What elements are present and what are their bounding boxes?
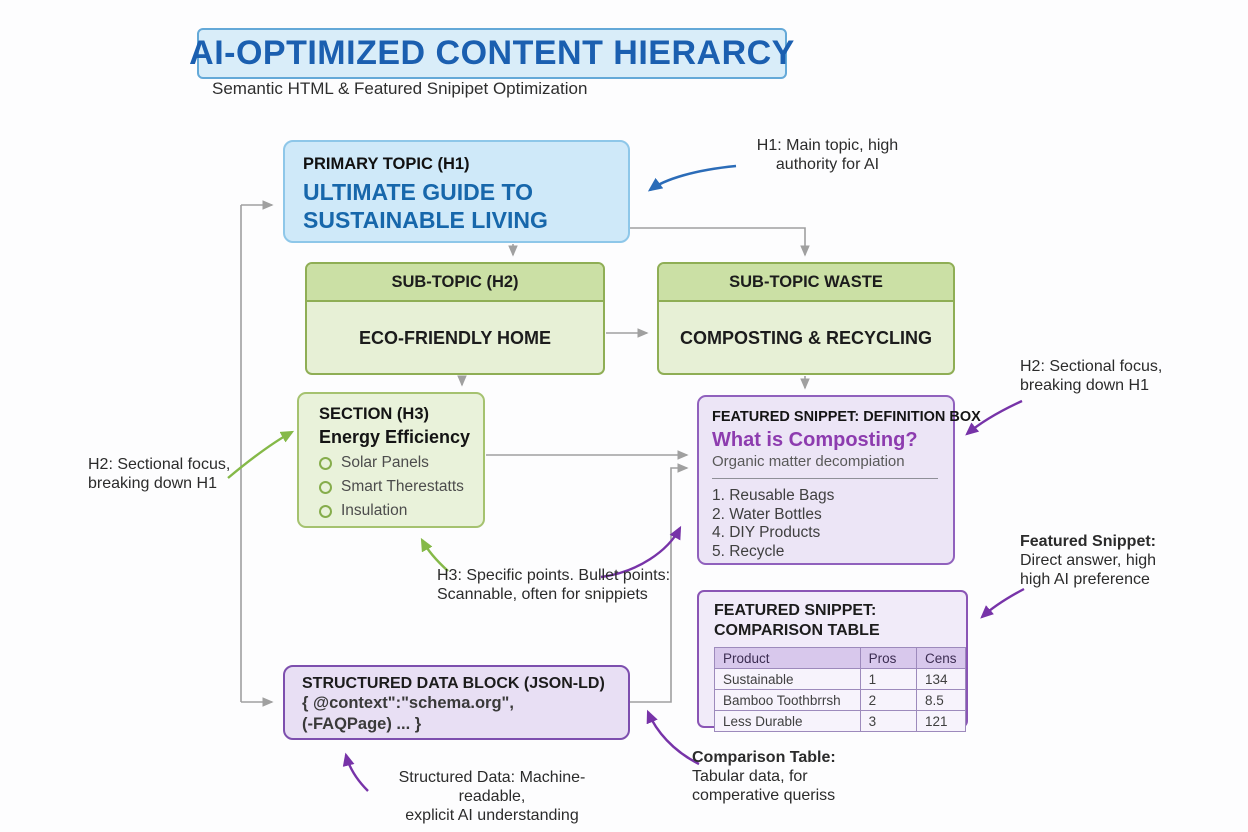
subtopic-waste-box: SUB-TOPIC WASTE COMPOSTING & RECYCLING bbox=[657, 262, 955, 375]
annotation-h2-right: H2: Sectional focus, breaking down H1 bbox=[1020, 358, 1163, 394]
featured-snippet-comparison-box: FEATURED SNIPPET: COMPARISON TABLE Produ… bbox=[697, 590, 968, 732]
annotation-structured-data: Structured Data: Machine-readable, expli… bbox=[398, 769, 586, 824]
subtopic-waste-header: SUB-TOPIC WASTE bbox=[659, 264, 953, 302]
section-label: SECTION (H3) bbox=[319, 405, 430, 423]
bullet-circle-icon bbox=[319, 504, 332, 518]
structured-data-label: STRUCTURED DATA BLOCK (JSON-LD) bbox=[302, 675, 605, 692]
annotation-h3: H3: Specific points. Bullet points: Scan… bbox=[437, 567, 671, 603]
list-item: 2. Water Bottles bbox=[712, 505, 822, 523]
json-ld-code: { @context":"schema.org", (-FAQPage) ...… bbox=[302, 694, 514, 733]
subtopic-h2-body: ECO-FRIENDLY HOME bbox=[358, 328, 552, 348]
structured-annotation-arrow bbox=[342, 752, 369, 792]
bullet-circle-icon bbox=[319, 480, 332, 494]
section-title: Energy Efficiency bbox=[319, 427, 471, 447]
list-item: 5. Recycle bbox=[712, 542, 785, 560]
primary-topic-label: PRIMARY TOPIC (H1) bbox=[303, 155, 470, 173]
annotation-h2-left: H2: Sectional focus, breaking down H1 bbox=[88, 456, 231, 492]
section-h3-box: SECTION (H3) Energy Efficiency Solar Pan… bbox=[297, 392, 485, 528]
annotation-comparison-table: Comparison Table: Tabular data, for comp… bbox=[692, 749, 836, 804]
list-item: 1. Reusable Bags bbox=[712, 487, 835, 504]
comparison-label: FEATURED SNIPPET: COMPARISON TABLE bbox=[714, 602, 880, 639]
subtopic-h2-header: SUB-TOPIC (H2) bbox=[307, 264, 603, 302]
divider bbox=[712, 478, 938, 479]
list-item: Solar Panels bbox=[319, 454, 483, 472]
list-item: 4. DIY Products bbox=[712, 524, 821, 541]
subtopic-waste-body: COMPOSTING & RECYCLING bbox=[679, 328, 932, 348]
definition-box-label: FEATURED SNIPPET: DEFINITION BOX bbox=[712, 409, 981, 425]
definition-question: What is Composting? bbox=[712, 429, 918, 451]
primary-topic-title: ULTIMATE GUIDE TO SUSTAINABLE LIVING bbox=[303, 179, 548, 233]
comparison-table: Product Pros Cens Sustainable 1 134 Bamb… bbox=[714, 647, 966, 732]
subtopic-h2-box: SUB-TOPIC (H2) ECO-FRIENDLY HOME bbox=[305, 262, 605, 375]
table-row: Sustainable 1 134 bbox=[714, 668, 966, 690]
diagram-title-box: AI-OPTIMIZED CONTENT HIERARCY bbox=[189, 28, 794, 79]
list-item: Smart Therestatts bbox=[319, 478, 483, 496]
list-item: Insulation bbox=[319, 502, 483, 520]
annotation-h1: H1: Main topic, high authority for AI bbox=[756, 137, 899, 173]
featured-snippet-annotation-arrow bbox=[980, 587, 1025, 619]
page-title: AI-OPTIMIZED CONTENT HIERARCY bbox=[189, 34, 795, 72]
annotation-featured-snippet: Featured Snippet: Direct answer, high hi… bbox=[1020, 533, 1157, 588]
definition-answer: Organic matter decompiation bbox=[712, 453, 905, 470]
structured-data-box: STRUCTURED DATA BLOCK (JSON-LD) { @conte… bbox=[283, 665, 630, 740]
table-header-row: Product Pros Cens bbox=[714, 647, 966, 669]
bullet-circle-icon bbox=[319, 456, 332, 470]
table-row: Less Durable 3 121 bbox=[714, 710, 966, 732]
featured-snippet-definition-box: FEATURED SNIPPET: DEFINITION BOX What is… bbox=[697, 395, 981, 565]
table-row: Bamboo Toothbrrsh 2 8.5 bbox=[714, 689, 966, 711]
h1-annotation-arrow bbox=[647, 164, 737, 192]
primary-topic-box: PRIMARY TOPIC (H1) ULTIMATE GUIDE TO SUS… bbox=[283, 140, 630, 243]
page-subtitle: Semantic HTML & Featured Snipipet Optimi… bbox=[212, 79, 588, 98]
